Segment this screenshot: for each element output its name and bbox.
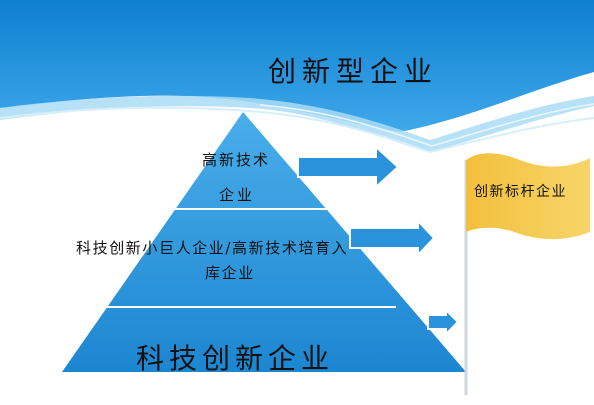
diagram-title: 创新型企业	[268, 55, 439, 88]
arrow-right	[297, 144, 400, 190]
arrow-right	[427, 307, 460, 337]
swoosh-band	[0, 95, 594, 152]
ground	[0, 372, 594, 405]
sky-background	[0, 0, 594, 132]
tier3-label: 科技创新企业	[136, 342, 335, 375]
flag-label: 创新标杆企业	[474, 184, 567, 200]
swoosh-line	[259, 103, 594, 147]
tier1-label-line1: 高新技术	[202, 151, 271, 169]
tier2-label-line1: 科技创新小巨人企业/高新技术培育入	[76, 239, 349, 257]
flag	[466, 153, 590, 240]
swoosh-line	[0, 106, 594, 154]
tier1-label-line2: 企业	[219, 186, 256, 204]
arrow-right	[349, 218, 436, 258]
tier2-label-line2: 库企业	[205, 264, 255, 282]
